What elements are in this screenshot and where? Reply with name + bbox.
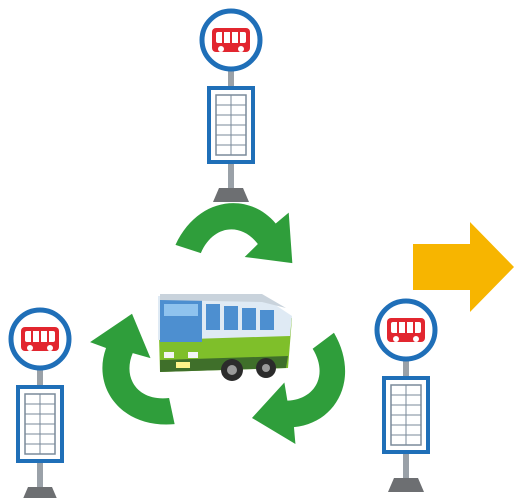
curved-arrow-icon xyxy=(174,198,298,264)
bus-stop-top xyxy=(202,11,260,202)
bus-stop-right xyxy=(377,301,435,492)
bus-stop-left xyxy=(11,310,69,498)
right-arrow-icon xyxy=(413,222,514,312)
bus-icon xyxy=(158,294,292,381)
